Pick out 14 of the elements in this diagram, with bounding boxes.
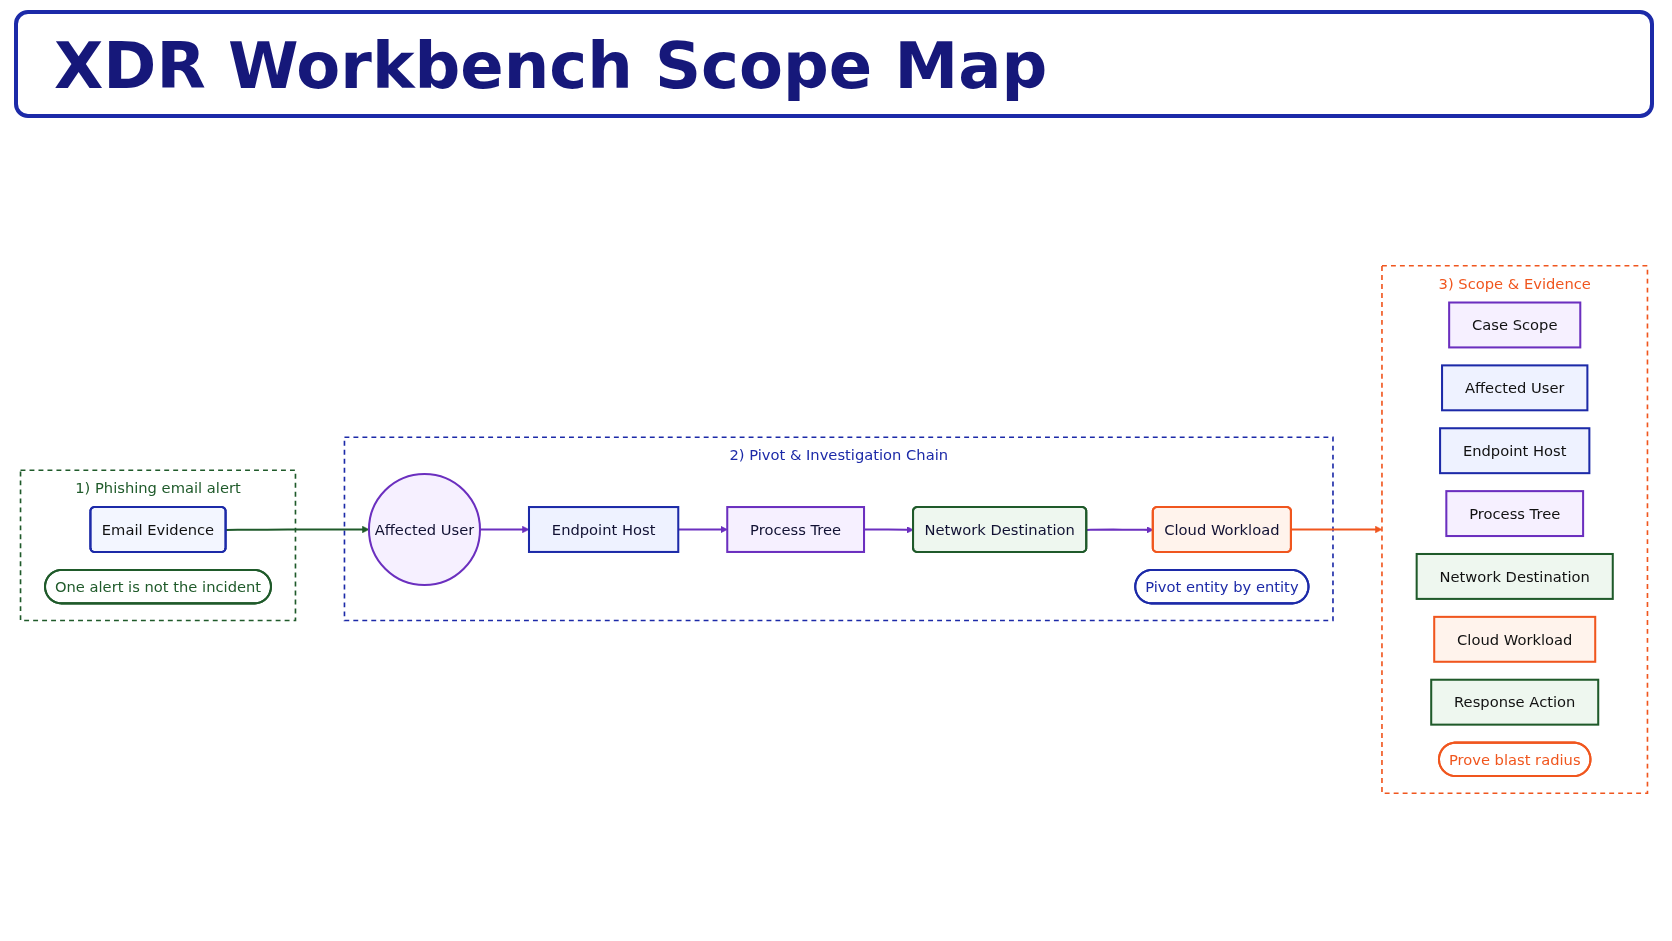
node-box: Response Action <box>1430 678 1600 726</box>
arrow <box>678 525 728 534</box>
arrow <box>864 526 914 534</box>
node-box: Process Tree <box>1445 490 1585 538</box>
node-box: Endpoint Host <box>1439 427 1591 475</box>
node-box: Affected User <box>1441 364 1589 412</box>
node-box: Case Scope <box>1448 301 1582 349</box>
node-box: Cloud Workload <box>1433 615 1597 663</box>
node-box: Network Destination <box>1415 552 1614 600</box>
diagram-title: XDR Workbench Scope Map <box>54 28 1048 104</box>
node-circle: Affected User <box>367 472 481 587</box>
arrow <box>226 525 370 534</box>
node-box: Process Tree <box>726 506 866 553</box>
node-box: Endpoint Host <box>527 506 680 553</box>
